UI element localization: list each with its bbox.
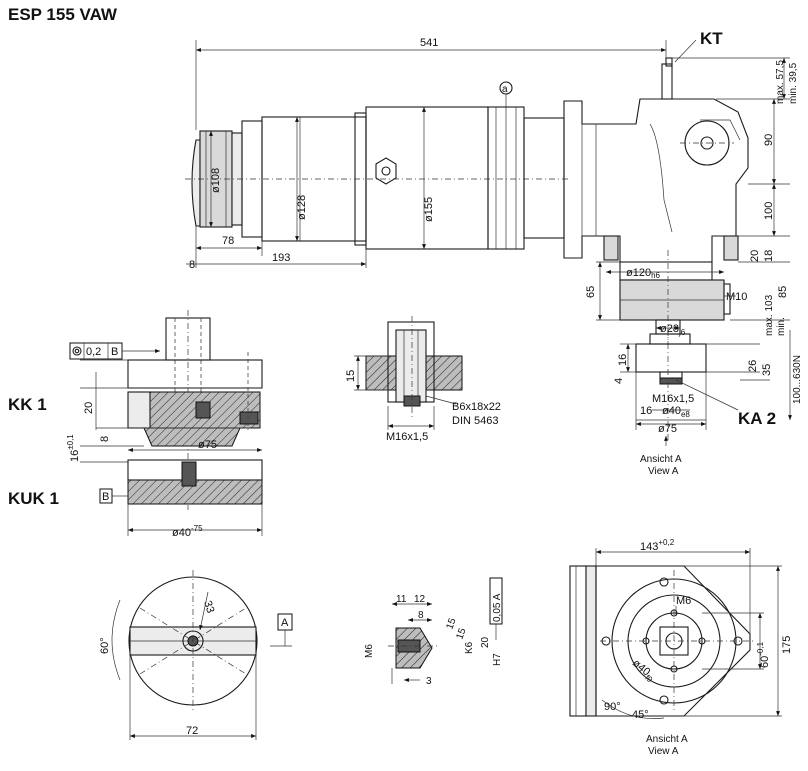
view-a-dim-90deg: 90° (604, 701, 621, 713)
ka2-dim-40: ø40e8 (662, 405, 690, 419)
view-a-flange: 143+0,2 M6 60-0,1 175 ø40f9 90° 45° Ansi… (569, 538, 793, 757)
spline-dim-15: 15 (345, 370, 357, 382)
ka2-caption-de: Ansicht A (640, 454, 682, 465)
dim-108: ø108 (210, 168, 222, 193)
ka2-view: 16 4 26 35 100...630N M16x1,5 16 ø40e8 ø… (613, 330, 803, 477)
ka2-caption-en: View A (648, 466, 679, 477)
view-a-dim-45deg: 45° (632, 709, 649, 721)
ka2-dim-4: 4 (613, 378, 625, 384)
view-a-dim-60: 60-0,1 (756, 641, 771, 668)
spline-std: DIN 5463 (452, 415, 498, 427)
label-kt: KT (700, 29, 723, 48)
label-kuk1: KUK 1 (8, 489, 59, 508)
detail-dim-m6: M6 (364, 644, 375, 658)
tolerance-datum: B (111, 346, 118, 358)
label-ka2: KA 2 (738, 409, 776, 428)
key-detail-view: 11 12 8 15 15 K6 20 H7 0,05 A M6 3 (364, 577, 503, 687)
label-kk1: KK 1 (8, 395, 47, 414)
view-a-caption-de: Ansicht A (646, 734, 688, 745)
dim-90: 90 (763, 134, 775, 146)
front-end-view: A 33 60° 72 (99, 570, 293, 740)
main-actuator-view: 541 KT a ø108 ø128 ø155 78 8 193 ø120h6 … (185, 29, 799, 345)
dim-max-103: max. 103 (764, 294, 775, 336)
front-dim-33: 33 (201, 599, 216, 614)
spline-thread: M16x1,5 (386, 431, 428, 443)
kk1-dim-20: 20 (83, 402, 95, 414)
marker-a: a (502, 84, 508, 95)
detail-dim-15b: 15 (454, 626, 468, 641)
kuk1-datum-b: B (102, 491, 109, 503)
kk1-dim-16: 16±0,1 (66, 434, 81, 462)
ka2-dim-35: 35 (761, 364, 773, 376)
dim-128: ø128 (296, 195, 308, 220)
ka2-dim-16: 16 (617, 354, 629, 366)
detail-dim-h7: H7 (492, 653, 503, 666)
view-a-dim-40: ø40f9 (629, 657, 658, 685)
dim-120: ø120h6 (626, 267, 661, 280)
dim-65: 65 (585, 286, 597, 298)
kk1-dim-75: ø75 (198, 439, 217, 451)
view-a-dim-143: 143+0,2 (640, 538, 675, 553)
dim-85: 85 (777, 286, 789, 298)
detail-dim-11: 11 (396, 594, 407, 605)
ka2-thread: M16x1,5 (652, 393, 694, 405)
dim-193: 193 (272, 252, 290, 264)
detail-dim-20: 20 (480, 636, 491, 648)
detail-dim-12: 12 (414, 594, 426, 605)
detail-dim-3: 3 (426, 676, 432, 687)
spline-spec: B6x18x22 (452, 401, 501, 413)
ka2-force: 100...630N (792, 355, 803, 404)
dim-max-57-5: max. 57,5 (775, 60, 786, 104)
dim-18: 18 (763, 250, 775, 262)
ka2-dim-26: 26 (747, 360, 759, 372)
dim-min-39-5: min. 39,5 (788, 62, 799, 104)
dim-100: 100 (763, 202, 775, 220)
ka2-dim-75: ø75 (658, 423, 677, 435)
kk1-coupling-view: 0,2 B 20 8 16±0,1 ø75 (8, 310, 263, 539)
dim-155: ø155 (423, 197, 435, 222)
detail-dim-15a: 15 (444, 616, 458, 631)
spline-detail-view: 15 B6x18x22 DIN 5463 M16x1,5 (345, 316, 501, 443)
front-dim-72: 72 (186, 725, 198, 737)
view-a-caption-en: View A (648, 746, 679, 757)
dim-78: 78 (222, 235, 234, 247)
dim-8: 8 (189, 259, 195, 271)
detail-dim-8: 8 (418, 610, 424, 621)
kuk1-dim-40: ø40-75 (172, 524, 203, 539)
view-a-dim-175: 175 (781, 636, 793, 654)
dim-28: ø28j6 (660, 323, 686, 337)
tolerance-value: 0,2 (86, 346, 101, 358)
ka2-dim-16b: 16 (640, 405, 652, 417)
detail-dim-k6: K6 (464, 641, 475, 654)
detail-tolerance-frame: 0,05 A (492, 593, 503, 622)
view-a-thread: M6 (676, 595, 691, 607)
front-datum-a: A (281, 617, 289, 629)
drawing-title: ESP 155 VAW (8, 5, 118, 24)
dim-min-note: min. (776, 317, 787, 336)
kk1-dim-8: 8 (99, 436, 111, 442)
dim-541: 541 (420, 37, 438, 49)
front-dim-60deg: 60° (99, 637, 111, 654)
dim-m10: M10 (726, 291, 747, 303)
dim-20: 20 (749, 250, 761, 262)
